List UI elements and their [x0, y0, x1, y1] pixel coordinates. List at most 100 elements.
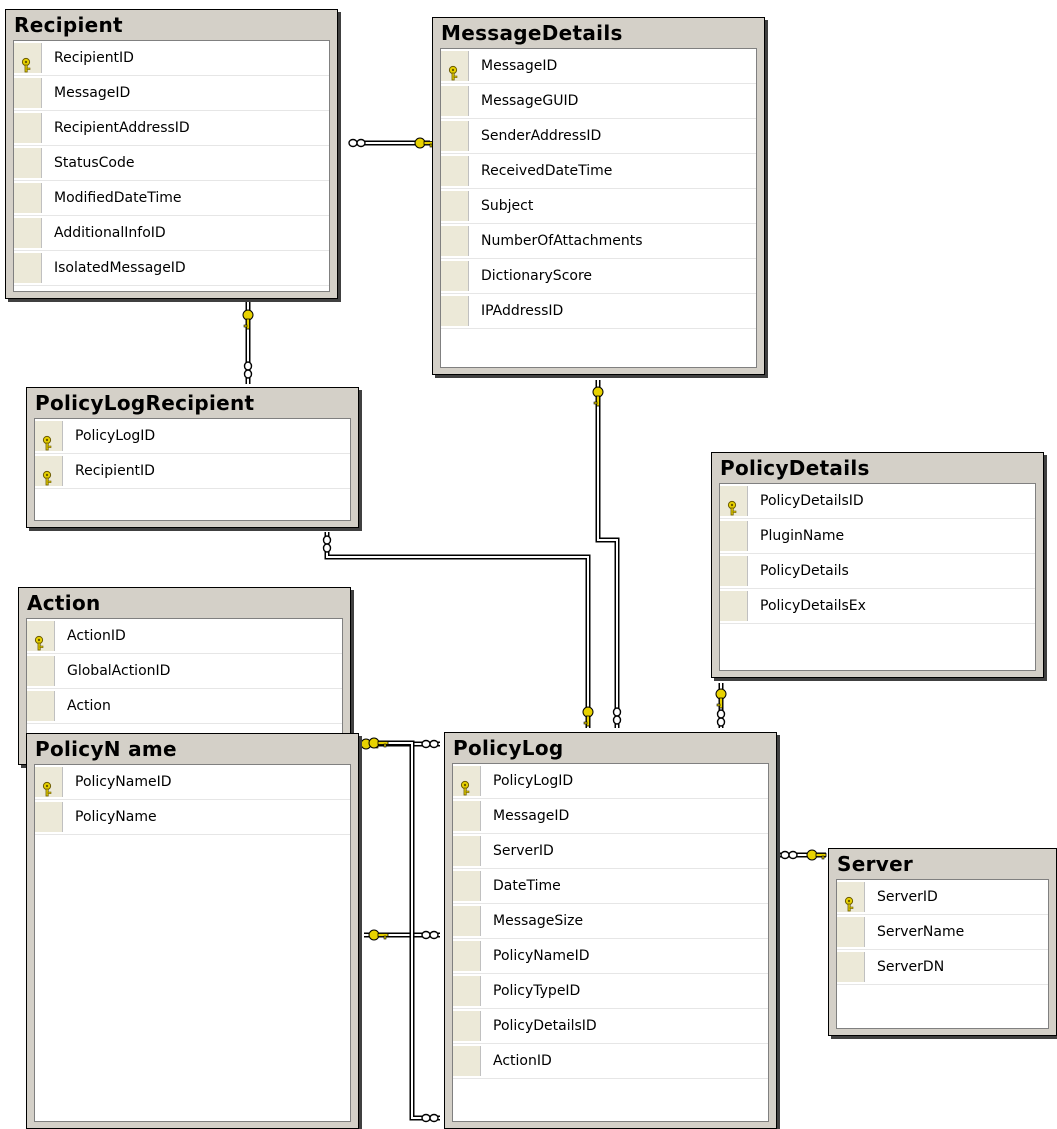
column-row[interactable]: PluginName — [720, 519, 1035, 554]
row-selector[interactable] — [35, 802, 63, 832]
column-name: MessageSize — [493, 913, 584, 929]
column-row[interactable]: Action — [27, 689, 342, 724]
row-selector[interactable] — [453, 976, 481, 1006]
row-selector[interactable] — [14, 43, 42, 73]
column-row[interactable]: DateTime — [453, 869, 768, 904]
column-row[interactable]: PolicyDetailsID — [720, 484, 1035, 519]
row-selector[interactable] — [453, 1046, 481, 1076]
column-row[interactable]: MessageID — [14, 76, 329, 111]
row-selector[interactable] — [14, 218, 42, 248]
row-selector[interactable] — [14, 253, 42, 283]
rel-policylogrecipient-policylog[interactable] — [324, 532, 591, 728]
relationship-key-icon — [806, 849, 827, 861]
row-selector[interactable] — [720, 556, 748, 586]
column-row[interactable]: ActionID — [27, 619, 342, 654]
column-row[interactable]: MessageID — [441, 49, 756, 84]
column-row[interactable]: ModifiedDateTime — [14, 181, 329, 216]
row-selector[interactable] — [14, 148, 42, 178]
row-selector[interactable] — [35, 456, 63, 486]
column-row[interactable]: ServerID — [453, 834, 768, 869]
row-selector[interactable] — [453, 766, 481, 796]
column-row[interactable]: ServerName — [837, 915, 1048, 950]
row-selector[interactable] — [35, 421, 63, 451]
column-row[interactable]: ServerDN — [837, 950, 1048, 985]
column-row[interactable]: IsolatedMessageID — [14, 251, 329, 286]
column-name: PolicyDetailsID — [493, 1018, 597, 1034]
row-selector[interactable] — [27, 656, 55, 686]
column-row[interactable]: ServerID — [837, 880, 1048, 915]
row-selector[interactable] — [14, 113, 42, 143]
row-selector[interactable] — [441, 156, 469, 186]
relationship-key-icon — [368, 929, 389, 941]
row-selector[interactable] — [35, 767, 63, 797]
column-row[interactable]: ActionID — [453, 1044, 768, 1079]
column-row[interactable]: Subject — [441, 189, 756, 224]
column-row[interactable]: GlobalActionID — [27, 654, 342, 689]
column-row[interactable]: DictionaryScore — [441, 259, 756, 294]
column-row[interactable]: MessageSize — [453, 904, 768, 939]
column-row[interactable]: MessageID — [453, 799, 768, 834]
row-selector[interactable] — [441, 296, 469, 326]
table-title: PolicyLogRecipient — [35, 391, 255, 415]
row-selector[interactable] — [837, 917, 865, 947]
rel-policyname-policylog[interactable] — [364, 740, 440, 1121]
column-row[interactable]: PolicyNameID — [35, 765, 350, 800]
row-selector[interactable] — [453, 941, 481, 971]
column-row[interactable]: PolicyDetailsEx — [720, 589, 1035, 624]
row-selector[interactable] — [453, 801, 481, 831]
column-row[interactable]: RecipientID — [35, 454, 350, 489]
row-selector[interactable] — [27, 691, 55, 721]
column-row[interactable]: PolicyDetails — [720, 554, 1035, 589]
row-selector[interactable] — [453, 1011, 481, 1041]
column-row[interactable]: PolicyDetailsID — [453, 1009, 768, 1044]
column-name: RecipientID — [54, 50, 134, 66]
column-row[interactable]: SenderAddressID — [441, 119, 756, 154]
row-selector[interactable] — [453, 836, 481, 866]
row-selector[interactable] — [453, 906, 481, 936]
column-row[interactable]: RecipientID — [14, 41, 329, 76]
row-selector[interactable] — [441, 121, 469, 151]
row-selector[interactable] — [453, 871, 481, 901]
column-row[interactable]: AdditionalInfoID — [14, 216, 329, 251]
column-row[interactable]: MessageGUID — [441, 84, 756, 119]
row-selector[interactable] — [720, 521, 748, 551]
column-row[interactable]: PolicyLogID — [453, 764, 768, 799]
column-row[interactable]: RecipientAddressID — [14, 111, 329, 146]
primary-key-icon — [41, 465, 57, 486]
column-row[interactable]: NumberOfAttachments — [441, 224, 756, 259]
column-row[interactable]: PolicyName — [35, 800, 350, 835]
row-selector[interactable] — [441, 51, 469, 81]
rel-policyname-policylog-fill — [364, 742, 440, 1119]
column-row[interactable]: PolicyLogID — [35, 419, 350, 454]
row-selector[interactable] — [837, 952, 865, 982]
column-row[interactable]: ReceivedDateTime — [441, 154, 756, 189]
column-row[interactable]: PolicyTypeID — [453, 974, 768, 1009]
row-selector[interactable] — [14, 78, 42, 108]
row-selector[interactable] — [837, 882, 865, 912]
column-name: DateTime — [493, 878, 561, 894]
row-selector[interactable] — [720, 591, 748, 621]
row-selector[interactable] — [14, 183, 42, 213]
row-selector[interactable] — [27, 621, 55, 651]
column-row[interactable]: PolicyNameID — [453, 939, 768, 974]
row-selector[interactable] — [441, 86, 469, 116]
row-selector[interactable] — [441, 261, 469, 291]
column-row[interactable]: StatusCode — [14, 146, 329, 181]
primary-key-icon — [41, 430, 57, 451]
row-selector[interactable] — [441, 226, 469, 256]
rel-messagedetails-policylog[interactable] — [595, 380, 620, 728]
row-selector[interactable] — [441, 191, 469, 221]
row-selector[interactable] — [720, 486, 748, 516]
column-row[interactable]: IPAddressID — [441, 294, 756, 329]
